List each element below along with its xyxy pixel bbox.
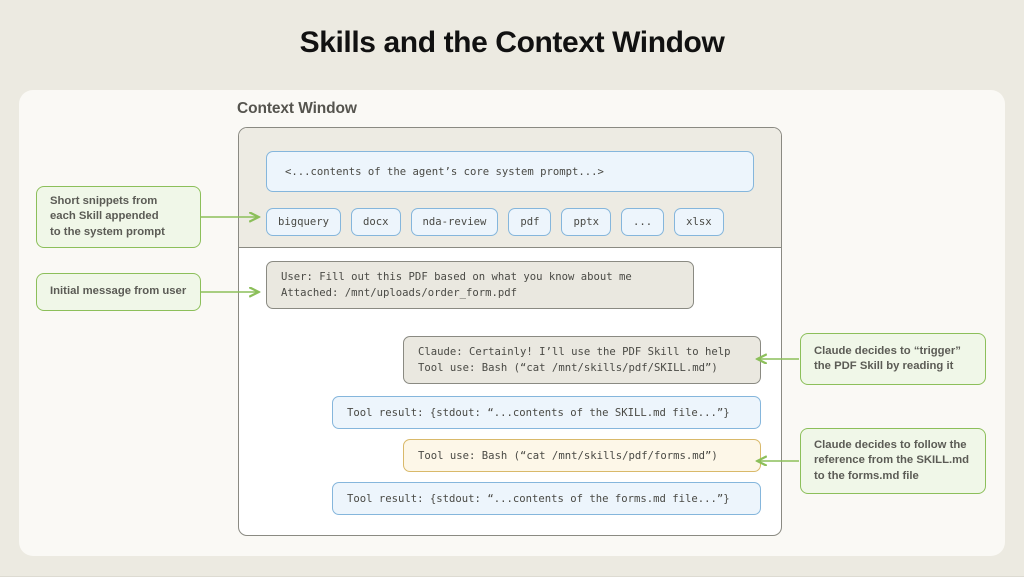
message-tool-result-forms-text: Tool result: {stdout: “...contents of th…: [347, 492, 730, 505]
context-window-label: Context Window: [237, 100, 357, 117]
callout-follow-reference-line2: reference from the SKILL.md: [814, 454, 970, 467]
callout-short-snippets-line3: to the system prompt: [50, 225, 165, 238]
message-tool-result-skill: Tool result: {stdout: “...contents of th…: [332, 396, 761, 429]
context-window-frame: <...contents of the agent’s core system …: [238, 127, 782, 536]
callout-initial-message: Initial message from user: [36, 273, 201, 311]
message-tool-use-forms: Tool use: Bash (“cat /mnt/skills/pdf/for…: [403, 439, 761, 472]
callout-trigger-skill-line1: Claude decides to “trigger”: [814, 344, 961, 357]
message-tool-use-forms-text: Tool use: Bash (“cat /mnt/skills/pdf/for…: [418, 449, 718, 462]
message-user: User: Fill out this PDF based on what yo…: [266, 261, 694, 309]
message-user-line1: User: Fill out this PDF based on what yo…: [281, 271, 632, 283]
callout-trigger-skill: Claude decides to “trigger” the PDF Skil…: [800, 333, 986, 385]
message-tool-result-skill-text: Tool result: {stdout: “...contents of th…: [347, 406, 730, 419]
callout-short-snippets-line1: Short snippets from: [50, 194, 158, 207]
callout-initial-message-line1: Initial message from user: [50, 285, 187, 298]
skill-chip-ellipsis[interactable]: ...: [620, 208, 665, 236]
message-claude: Claude: Certainly! I’ll use the PDF Skil…: [403, 336, 761, 384]
skill-chip-pptx[interactable]: pptx: [561, 208, 611, 236]
skill-chip-bigquery[interactable]: bigquery: [266, 208, 342, 236]
message-user-line2: Attached: /mnt/uploads/order_form.pdf: [281, 287, 517, 299]
callout-follow-reference-line1: Claude decides to follow the: [814, 438, 967, 451]
callout-follow-reference: Claude decides to follow the reference f…: [800, 428, 986, 494]
page-title: Skills and the Context Window: [299, 26, 725, 59]
callout-short-snippets-line2: each Skill appended: [50, 210, 159, 223]
diagram-card: Context Window <...contents of the agent…: [19, 90, 1005, 556]
message-claude-line2: Tool use: Bash (“cat /mnt/skills/pdf/SKI…: [418, 362, 718, 374]
callout-follow-reference-line3: to the forms.md file: [814, 469, 919, 482]
skill-chip-xlsx[interactable]: xlsx: [674, 208, 724, 236]
callout-short-snippets: Short snippets from each Skill appended …: [36, 186, 201, 248]
message-tool-result-forms: Tool result: {stdout: “...contents of th…: [332, 482, 761, 515]
skill-chip-docx[interactable]: docx: [351, 208, 401, 236]
system-prompt-box: <...contents of the agent’s core system …: [266, 151, 754, 192]
message-claude-line1: Claude: Certainly! I’ll use the PDF Skil…: [418, 346, 731, 358]
skill-chip-list: bigquery docx nda-review pdf pptx ... xl…: [266, 208, 724, 236]
callout-trigger-skill-line2: the PDF Skill by reading it: [814, 360, 954, 372]
skill-chip-nda-review[interactable]: nda-review: [410, 208, 499, 236]
system-prompt-text: <...contents of the agent’s core system …: [285, 165, 604, 178]
skill-chip-pdf[interactable]: pdf: [508, 208, 552, 236]
